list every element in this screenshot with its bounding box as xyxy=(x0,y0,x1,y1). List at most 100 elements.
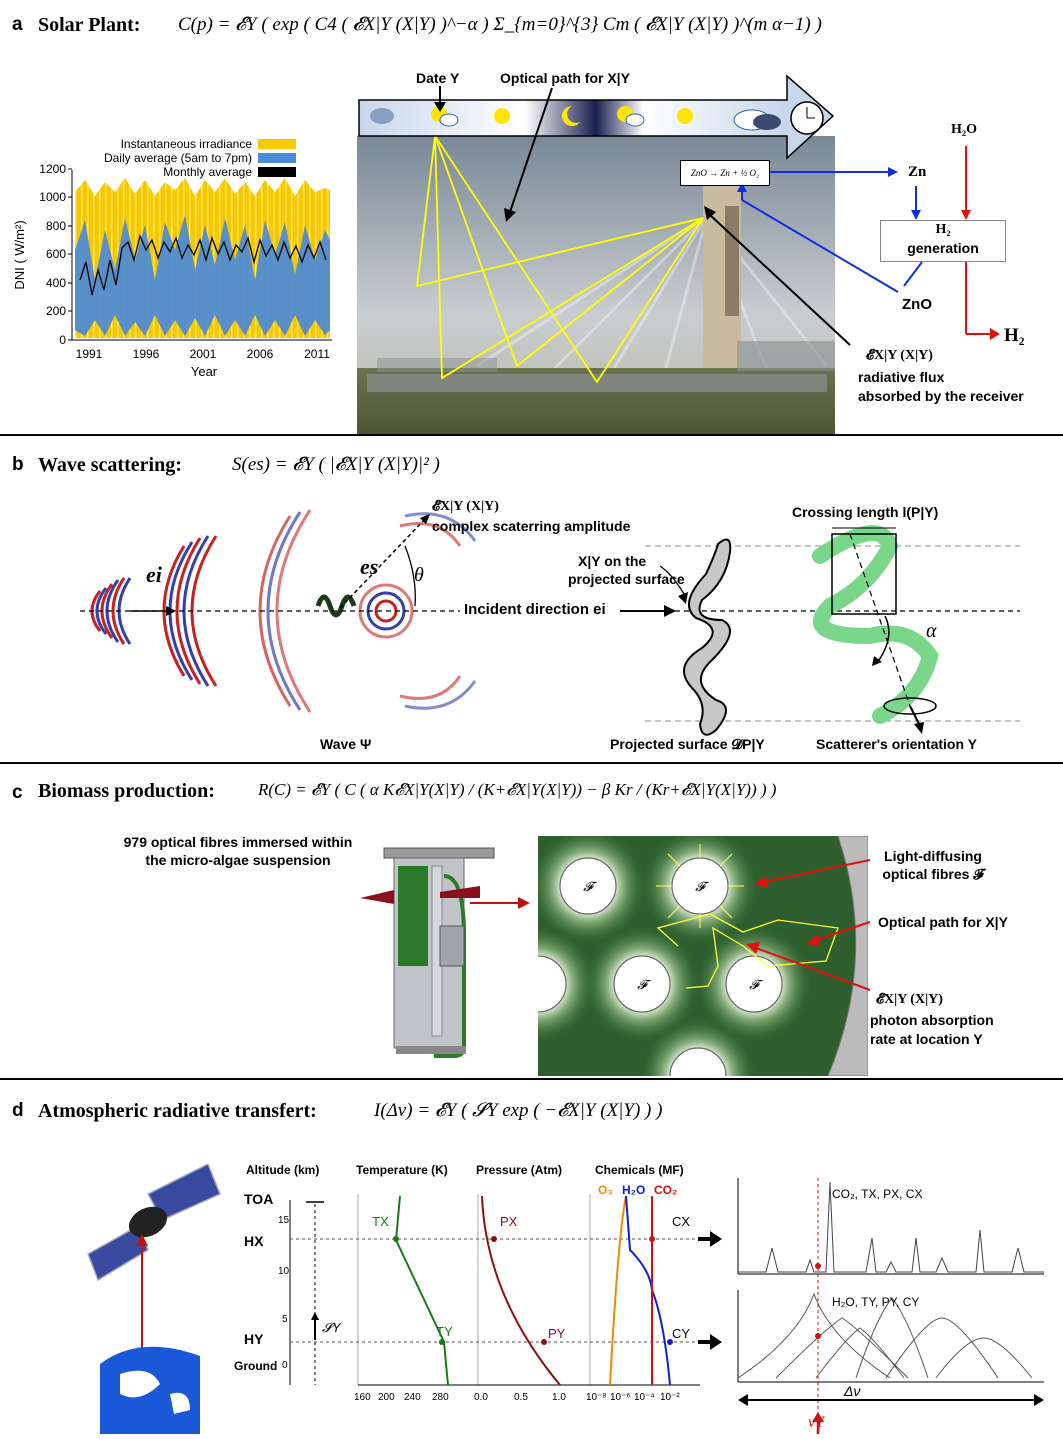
ytick: 0 xyxy=(59,333,66,347)
panel-a-letter: a xyxy=(12,14,23,35)
amplitude-symbol: 𝓔X|Y (X|Y) xyxy=(432,499,499,514)
panel-b-title: Wave scattering: xyxy=(38,454,182,476)
amplitude-text: complex scaterring amplitude xyxy=(432,518,631,534)
panel-d-equation: I(Δν) = 𝓔Y ( 𝓢Y exp ( −𝓔X|Y (X|Y) ) ) xyxy=(374,1100,663,1121)
chem-tick: 10⁻⁴ xyxy=(634,1392,655,1403)
legend-daily: Daily average (5am to 7pm) xyxy=(104,151,252,165)
alt-tick: 0 xyxy=(282,1360,288,1371)
pressure-profile xyxy=(481,1195,561,1386)
o3-label: O₃ xyxy=(598,1183,613,1197)
xtick: 2006 xyxy=(247,347,274,361)
incident-direction-label: Incident direction ei xyxy=(464,601,606,618)
separator xyxy=(0,434,1063,436)
projected-surface-shape xyxy=(683,538,732,736)
wave-scattering-figure xyxy=(80,509,477,713)
diffusing-text-2: optical fibres 𝓕 xyxy=(882,866,984,882)
legend-instant: Instantaneous irradiance xyxy=(121,137,253,151)
alt-header: Altitude (km) xyxy=(246,1163,319,1177)
h2-generation-text: generation xyxy=(907,240,979,256)
projected-surface-figure xyxy=(620,525,1020,736)
dni-ylabel: DNI ( W/m²) xyxy=(12,220,27,289)
delta-nu-label: Δν xyxy=(843,1383,860,1399)
optical-path-label-a: Optical path for X|Y xyxy=(500,70,630,86)
h2o-label: H₂O xyxy=(951,122,977,137)
panel-c: c Biomass production: R(C) = 𝓔Y ( C ( α … xyxy=(0,764,1063,1078)
panel-b-equation: S(es) = 𝓔Y ( |𝓔X|Y (X|Y)|² ) xyxy=(232,454,440,475)
nu-y-label: νY xyxy=(808,1414,824,1431)
ytick: 400 xyxy=(46,276,66,290)
panel-a: a Solar Plant: C(p) = 𝓔Y ( exp ( C4 ( 𝓔X… xyxy=(0,0,1063,434)
xy-projected-2: projected surface xyxy=(568,571,685,587)
toa-label: TOA xyxy=(244,1191,273,1207)
panel-d-letter: d xyxy=(12,1100,24,1121)
temperature-profile xyxy=(394,1195,449,1386)
wave-psi-label: Wave Ψ xyxy=(320,736,372,752)
legend-monthly: Monthly average xyxy=(163,165,252,179)
panel-a-arrows xyxy=(434,86,1000,346)
h2-generation-box: H₂ generation xyxy=(880,220,1006,262)
spectrum-x-label: CO₂, TX, PX, CX xyxy=(832,1187,922,1201)
fibres-text-1: 979 optical fibres immersed within xyxy=(123,834,353,850)
theta-label: θ xyxy=(414,564,424,586)
ytick: 1000 xyxy=(39,190,66,204)
chem-tick: 10⁻⁸ xyxy=(586,1392,607,1403)
ei-label-left: ei xyxy=(146,562,162,587)
co2-label: CO₂ xyxy=(654,1183,677,1197)
daily-average-area xyxy=(75,215,330,336)
py-label: PY xyxy=(548,1326,566,1341)
temp-header: Temperature (K) xyxy=(356,1163,448,1177)
hy-label: HY xyxy=(244,1331,264,1347)
panel-c-arrow xyxy=(470,897,530,909)
tx-label: TX xyxy=(372,1214,389,1229)
ytick: 600 xyxy=(46,247,66,261)
absorption-symbol: 𝓔X|Y (X|Y) xyxy=(876,992,943,1007)
dni-xticks: 1991 1996 2001 2006 2011 xyxy=(76,347,331,361)
fibre-glows xyxy=(538,836,812,1076)
panel-d-title: Atmospheric radiative transfert: xyxy=(38,1100,317,1122)
separator xyxy=(0,762,1063,764)
temp-tick: 160 xyxy=(354,1392,371,1403)
spectra: CO₂, TX, PX, CX H₂O, TY, PY, CY Δν xyxy=(737,1178,1044,1434)
xtick: 1996 xyxy=(133,347,160,361)
temp-tick: 200 xyxy=(378,1392,395,1403)
ytick: 200 xyxy=(46,304,66,318)
flux-text-2: absorbed by the receiver xyxy=(858,388,1024,404)
xtick: 2001 xyxy=(190,347,217,361)
panel-d: d Atmospheric radiative transfert: I(Δν)… xyxy=(0,1080,1063,1439)
panel-c-red-arrows xyxy=(746,859,871,991)
px-label: PX xyxy=(500,1214,518,1229)
ground-label: Ground xyxy=(234,1359,277,1373)
diffusing-text-1: Light-diffusing xyxy=(884,848,982,864)
photobioreactor xyxy=(360,847,495,1058)
chem-header: Chemicals (MF) xyxy=(595,1163,684,1177)
zno-label: ZnO xyxy=(902,296,932,313)
flux-text-1: radiative flux xyxy=(858,369,945,385)
dni-xlabel: Year xyxy=(191,364,218,379)
panel-c-letter: c xyxy=(12,782,23,803)
spectrum-y-label: H₂O, TY, PY, CY xyxy=(832,1295,919,1309)
sy-label: 𝓢Y xyxy=(322,1320,342,1335)
press-tick: 1.0 xyxy=(552,1392,566,1403)
ytick: 800 xyxy=(46,219,66,233)
panel-a-title: Solar Plant: xyxy=(38,14,141,36)
date-y-label: Date Y xyxy=(416,70,460,86)
optical-path-c xyxy=(656,913,839,989)
weather-icons xyxy=(370,106,781,131)
cy-label: CY xyxy=(672,1326,690,1341)
fibre-circles xyxy=(538,857,783,1076)
date-timeline xyxy=(358,74,835,160)
o3-profile xyxy=(609,1195,627,1386)
atmospheric-profiles: Altitude (km) Temperature (K) Pressure (… xyxy=(234,1163,700,1403)
satellite-icon xyxy=(87,1164,221,1282)
panel-b-letter: b xyxy=(12,454,24,475)
zn-label: Zn xyxy=(908,164,927,180)
flux-symbol: 𝓔X|Y (X|Y) xyxy=(866,348,933,363)
absorption-text-1: photon absorption xyxy=(870,1012,994,1028)
reaction-box: ZnO → Zn + ½ O₂ xyxy=(680,160,770,186)
panel-c-equation: R(C) = 𝓔Y ( C ( α K𝓔X|Y(X|Y) / (K+𝓔X|Y(X… xyxy=(258,780,777,799)
press-header: Pressure (Atm) xyxy=(476,1163,562,1177)
ty-label: TY xyxy=(436,1324,453,1339)
crossing-length-label: Crossing length l(P|Y) xyxy=(792,504,939,520)
press-tick: 0.0 xyxy=(474,1392,488,1403)
temp-tick: 280 xyxy=(432,1392,449,1403)
